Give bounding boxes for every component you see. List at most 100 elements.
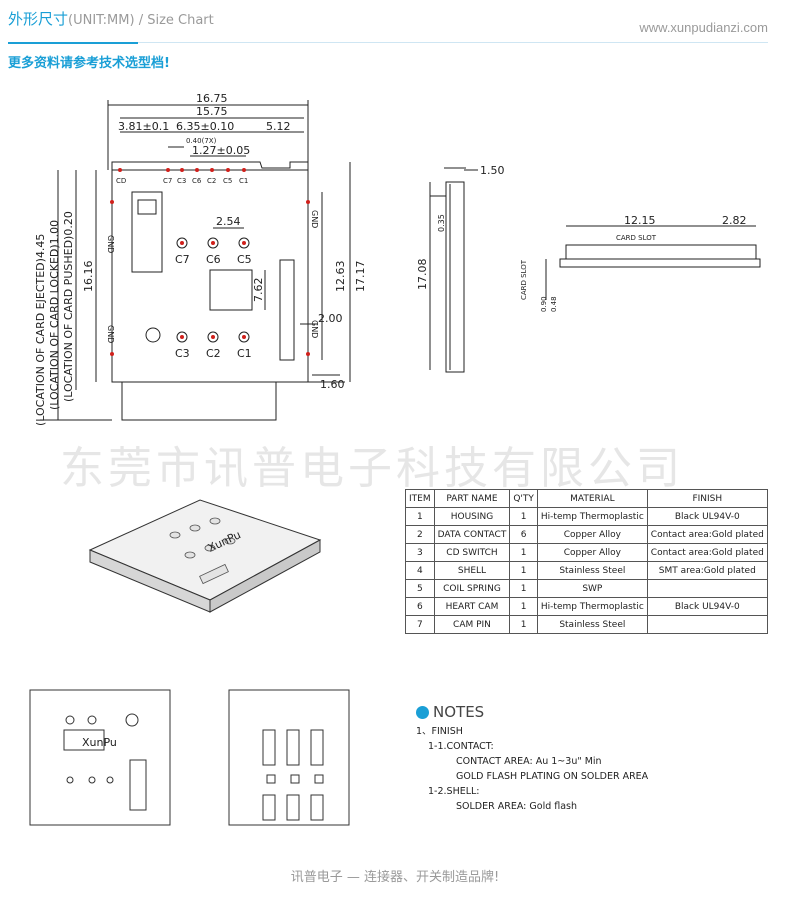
side-dim-17-08: 17.08 xyxy=(416,259,429,291)
table-cell: 1 xyxy=(509,543,538,562)
table-cell: 4 xyxy=(405,561,435,580)
title-text: 外形尺寸 xyxy=(8,10,69,28)
bottom-view-drawing: XunPu xyxy=(29,689,171,826)
col-finish: FINISH xyxy=(646,489,768,508)
pin-label-c6: C6 xyxy=(192,177,202,185)
location-ejected: (LOCATION OF CARD EJECTED)4.45 xyxy=(34,234,47,426)
table-cell: Copper Alloy xyxy=(536,543,648,562)
side-dim-0-35: 0.35 xyxy=(437,214,446,232)
table-cell: 1 xyxy=(509,615,538,634)
dim-5-12: 5.12 xyxy=(266,120,291,133)
pin-label-c5: C5 xyxy=(223,177,232,185)
contact-label-c6: C6 xyxy=(206,253,221,266)
notes-section: NOTES 1、FINISH 1-1.CONTACT: CONTACT AREA… xyxy=(416,705,648,814)
col-material: MATERIAL xyxy=(536,489,648,508)
table-cell: DATA CONTACT xyxy=(433,525,511,544)
side-view-drawing: 1.50 0.35 17.08 12.15 2.82 CARD SLOT CAR… xyxy=(416,164,761,373)
table-cell: 6 xyxy=(405,597,435,616)
top-view-drawing: 16.75 15.75 3.81±0.1 6.35±0.10 5.12 0.40… xyxy=(34,92,367,426)
table-cell: 3 xyxy=(405,543,435,562)
table-cell: HEART CAM xyxy=(433,597,511,616)
contact-label-c7: C7 xyxy=(175,253,190,266)
bottom-brand-text: XunPu xyxy=(82,736,117,749)
notes-bullet-icon xyxy=(416,706,429,719)
pin-label-c7: C7 xyxy=(163,177,172,185)
more-info-text: 更多资料请参考技术选型档! xyxy=(8,56,170,71)
contact-label-c3: C3 xyxy=(175,347,190,360)
table-cell: Hi-temp Thermoplastic xyxy=(536,597,648,616)
dim-0-40: 0.40(7X) xyxy=(186,137,217,145)
notes-line-6: SOLDER AREA: Gold flash xyxy=(456,801,578,812)
dim-16-16: 16.16 xyxy=(82,261,95,293)
gnd-label-left-top: GND xyxy=(106,235,115,253)
table-cell: 1 xyxy=(509,561,538,580)
dim-15-75: 15.75 xyxy=(196,105,228,118)
table-cell: SMT area:Gold plated xyxy=(646,561,768,580)
dim-12-63: 12.63 xyxy=(334,261,347,293)
notes-line-2: 1-1.CONTACT: xyxy=(428,741,494,752)
table-cell: 5 xyxy=(405,579,435,598)
table-cell: Copper Alloy xyxy=(536,525,648,544)
notes-line-3: CONTACT AREA: Au 1~3u" Min xyxy=(456,756,602,767)
notes-heading: NOTES xyxy=(416,705,648,720)
table-cell: Hi-temp Thermoplastic xyxy=(536,507,648,526)
notes-line-1: 1、FINISH xyxy=(416,726,463,737)
table-cell: 1 xyxy=(509,597,538,616)
page-title: 外形尺寸(UNIT:MM) / Size Chart xyxy=(8,8,214,29)
table-cell: 1 xyxy=(509,579,538,598)
dim-2-00: 2.00 xyxy=(318,312,343,325)
gnd-label-left-bottom: GND xyxy=(106,325,115,343)
table-cell: 2 xyxy=(405,525,435,544)
card-slot-label-top: CARD SLOT xyxy=(616,234,657,242)
table-header-row: ITEM PART NAME Q'TY MATERIAL FINISH xyxy=(405,489,768,508)
table-cell: COIL SPRING xyxy=(433,579,511,598)
table-cell: 7 xyxy=(405,615,435,634)
dim-7-62: 7.62 xyxy=(252,278,265,303)
gnd-label-right-bottom: GND xyxy=(310,320,319,338)
location-pushed: (LOCATION OF CARD PUSHED)0.20 xyxy=(62,211,75,402)
company-watermark: 东莞市讯普电子科技有限公司 xyxy=(60,443,684,494)
dim-17-17: 17.17 xyxy=(354,261,367,293)
dim-3-81: 3.81±0.1 xyxy=(118,120,169,133)
table-cell: CD SWITCH xyxy=(433,543,511,562)
pin-label-c1: C1 xyxy=(239,177,248,185)
pin-label-cd: CD xyxy=(116,177,126,185)
dim-2-54: 2.54 xyxy=(216,215,241,228)
shell-top-surface xyxy=(88,499,322,601)
title-subtext: (UNIT:MM) / Size Chart xyxy=(68,13,214,28)
table-cell: Stainless Steel xyxy=(536,561,648,580)
rear-view-drawing xyxy=(228,689,350,826)
notes-line-4: GOLD FLASH PLATING ON SOLDER AREA xyxy=(456,771,649,782)
table-cell: Black UL94V-0 xyxy=(646,597,768,616)
table-cell: 1 xyxy=(509,507,538,526)
header-divider xyxy=(8,42,768,43)
contact-label-c2: C2 xyxy=(206,347,221,360)
col-qty: Q'TY xyxy=(509,489,538,508)
card-slot-label-side: CARD SLOT xyxy=(520,259,528,300)
table-cell xyxy=(646,579,768,598)
pin-label-c2: C2 xyxy=(207,177,216,185)
dim-1-60: 1.60 xyxy=(320,378,345,391)
pin-label-c3: C3 xyxy=(177,177,186,185)
pin-mark-cd xyxy=(118,168,122,172)
notes-line-5: 1-2.SHELL: xyxy=(428,786,480,797)
table-cell: SHELL xyxy=(433,561,511,580)
dim-1-27: 1.27±0.05 xyxy=(192,144,250,157)
table-cell: CAM PIN xyxy=(433,615,511,634)
table-cell: Contact area:Gold plated xyxy=(646,543,768,562)
contact-label-c1: C1 xyxy=(237,347,252,360)
notes-title: NOTES xyxy=(433,703,485,721)
table-cell: Black UL94V-0 xyxy=(646,507,768,526)
contact-label-c5: C5 xyxy=(237,253,252,266)
header-accent-line xyxy=(8,42,138,44)
side-dim-0-48: 0.48 xyxy=(550,296,558,312)
side-dim-12-15: 12.15 xyxy=(624,214,656,227)
card-tab-outline xyxy=(121,382,277,421)
